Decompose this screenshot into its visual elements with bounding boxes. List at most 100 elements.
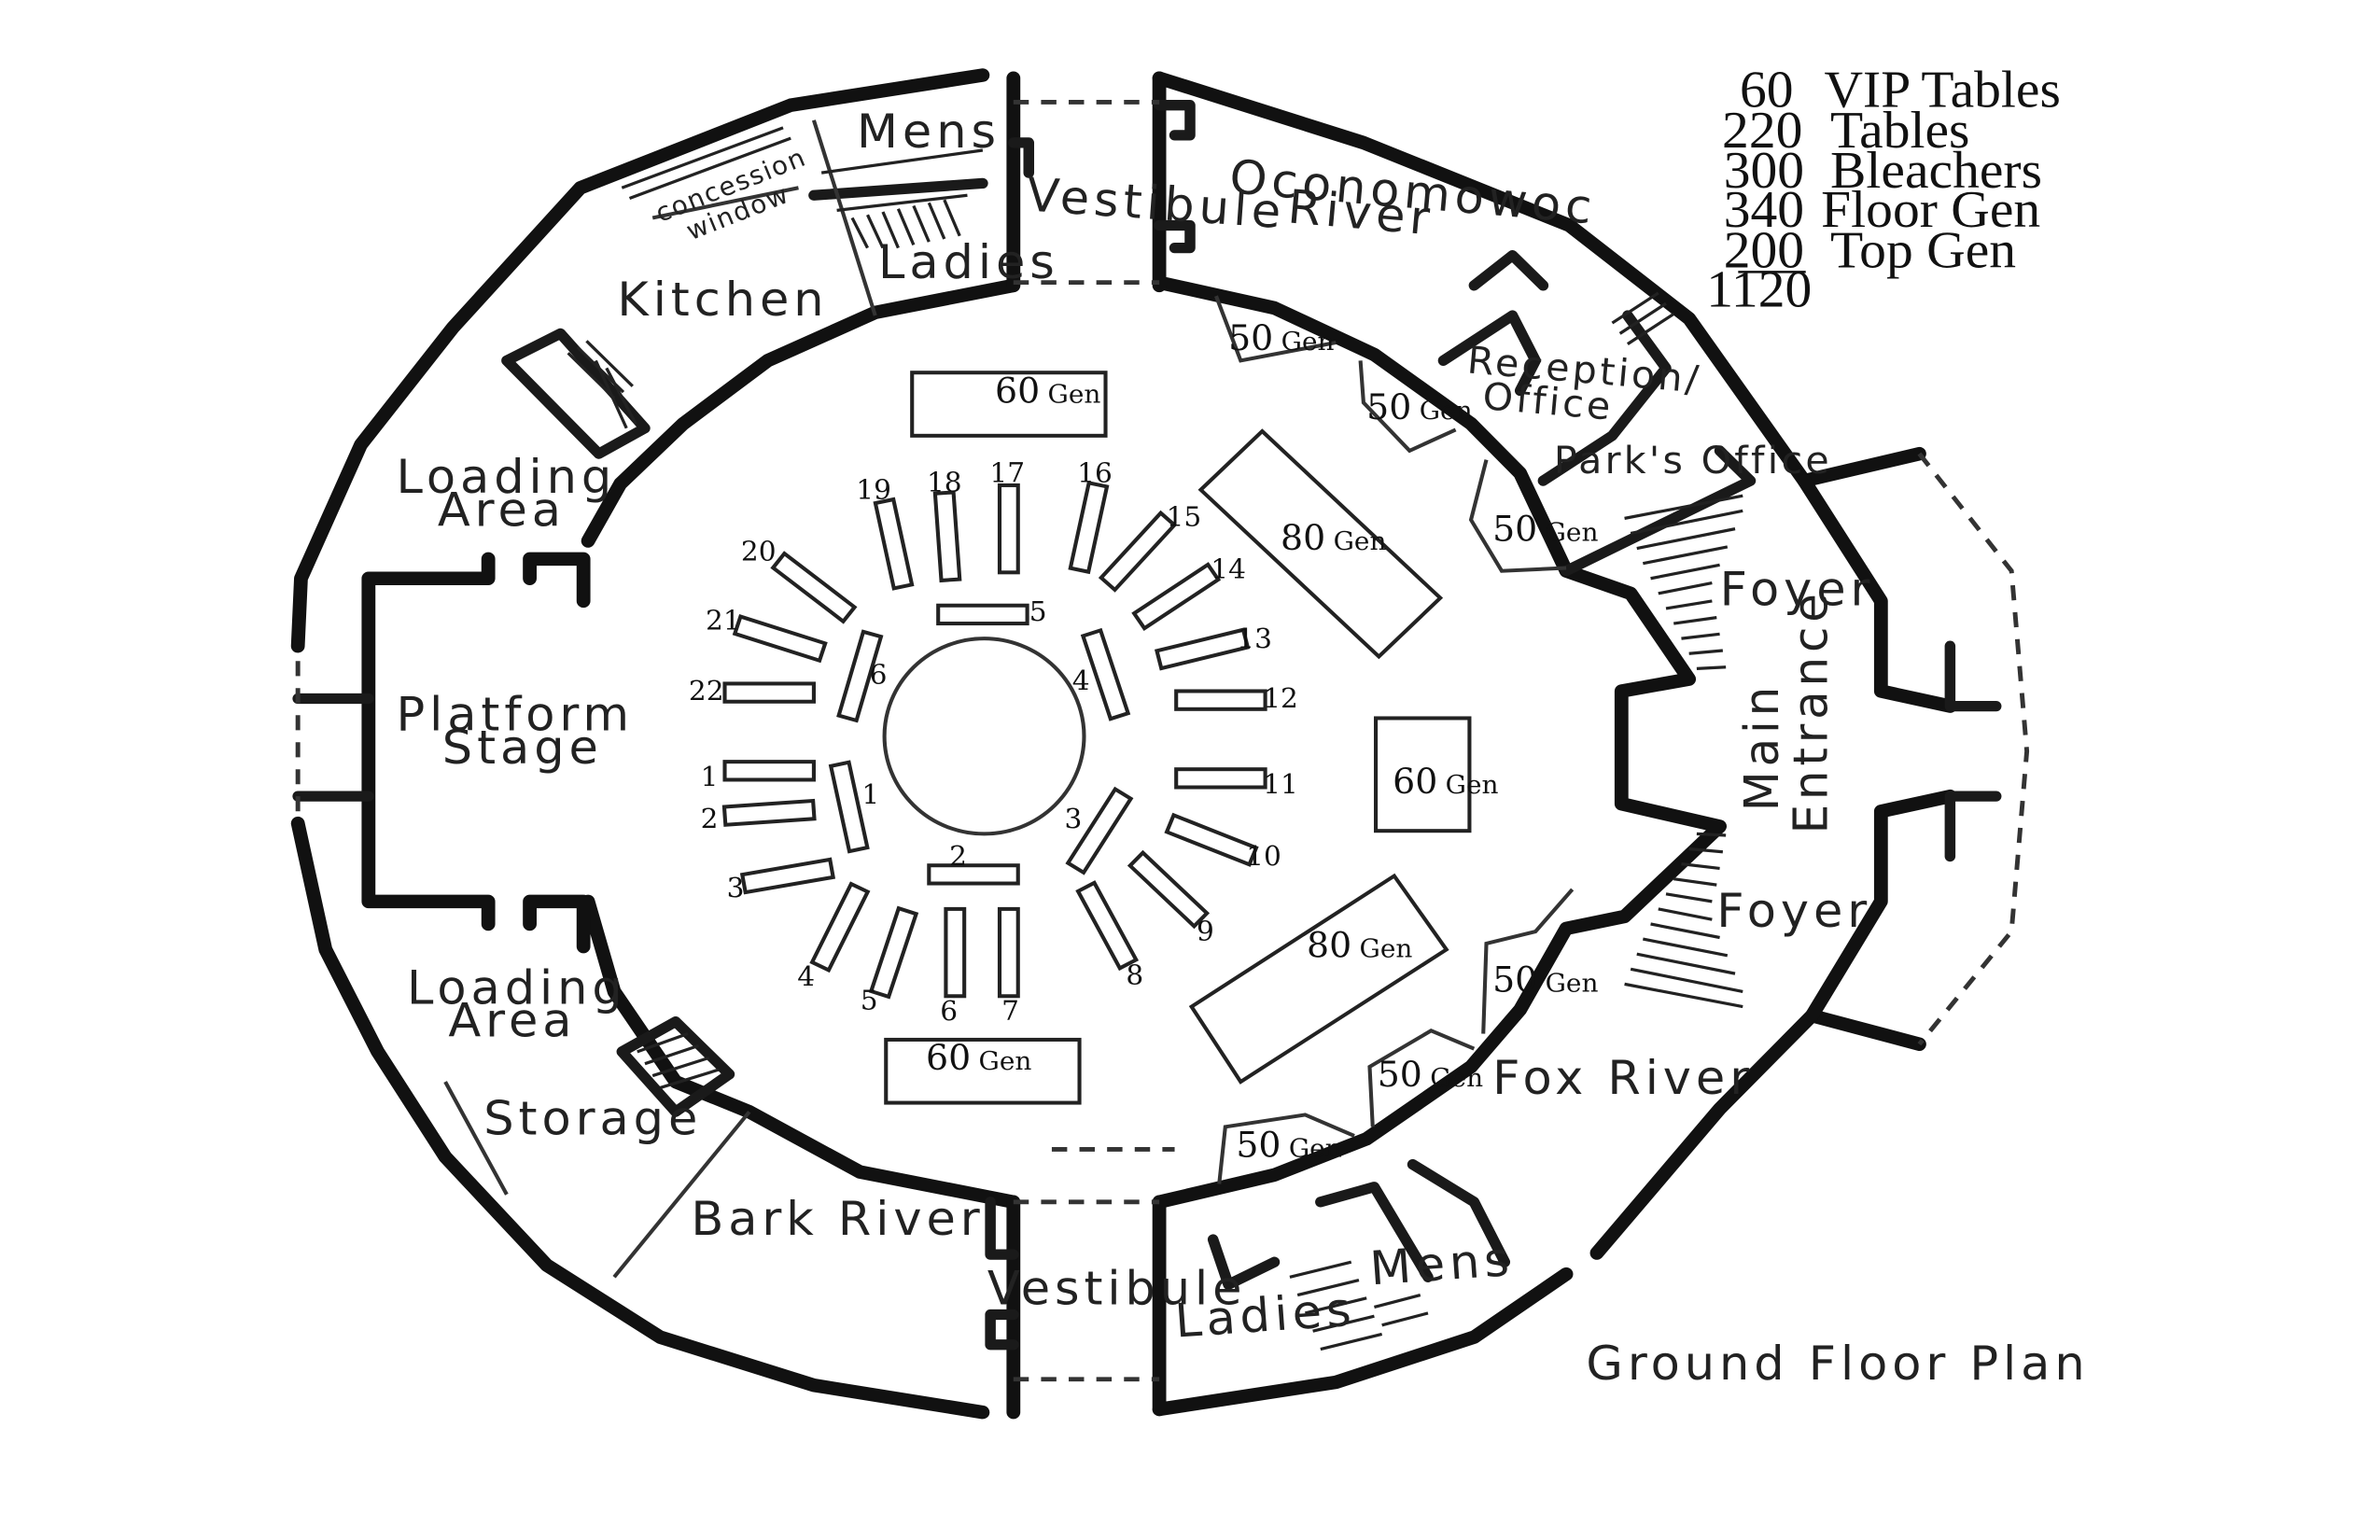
inner-table-3 bbox=[1065, 786, 1134, 875]
outer-wall-lower-right bbox=[1589, 1008, 1926, 1260]
room-loading-area-bottom: Loading bbox=[407, 960, 627, 1015]
room-loading-area-top: Loading bbox=[396, 450, 616, 504]
zone-gen-50-e bbox=[1367, 1029, 1476, 1127]
storage-stairs bbox=[637, 1031, 720, 1089]
zone-gen-80-upper bbox=[1197, 428, 1444, 660]
outer-table-13 bbox=[1154, 627, 1251, 671]
inner-table-5 bbox=[936, 603, 1029, 626]
vestibule-bottom-door-a bbox=[985, 1197, 1019, 1260]
outer-table-3 bbox=[739, 857, 836, 895]
legend-tables-label: Tables bbox=[1830, 101, 1969, 159]
room-ladies-top: Ladies bbox=[878, 234, 1059, 288]
zone-gen-80-lower bbox=[1188, 873, 1449, 1085]
outer-table-5-num: 5 bbox=[861, 985, 878, 1016]
outer-table-12 bbox=[1174, 689, 1267, 711]
inner-tables: 1 2 3 4 5 6 bbox=[828, 595, 1134, 886]
outer-wall-lower-left bbox=[290, 816, 990, 1420]
zone-gen-top-60-label: 60 Gen bbox=[995, 371, 1101, 412]
zone-gen-bottom-60-label: 60 Gen bbox=[926, 1038, 1032, 1079]
legend-top-gen-count: 200 bbox=[1724, 221, 1804, 279]
restroom-side-wall bbox=[811, 119, 877, 316]
outer-table-4 bbox=[809, 881, 871, 973]
zone-gen-50-f bbox=[1217, 1113, 1355, 1184]
outer-table-18-num: 18 bbox=[927, 467, 962, 498]
outer-table-1-num: 1 bbox=[701, 761, 719, 792]
outer-table-20 bbox=[770, 551, 858, 624]
reception-wall-a bbox=[1437, 310, 1541, 397]
vestibule-door-c bbox=[1008, 137, 1035, 178]
zone-gen-50-d bbox=[1481, 888, 1575, 1034]
outer-table-8-num: 8 bbox=[1126, 959, 1143, 991]
outer-table-21-num: 21 bbox=[706, 605, 741, 637]
outer-table-16-num: 16 bbox=[1077, 457, 1113, 489]
outer-table-15 bbox=[1098, 510, 1178, 593]
outer-table-12-num: 12 bbox=[1263, 682, 1298, 714]
outer-table-20-num: 20 bbox=[741, 536, 777, 567]
storage-stair-box bbox=[616, 1016, 735, 1117]
zone-gen-80-lower-label: 80 Gen bbox=[1307, 925, 1413, 966]
legend-floor-gen-count: 340 bbox=[1724, 181, 1804, 239]
room-ladies-bottom: Ladies bbox=[1173, 1281, 1357, 1348]
zone-gen-50-b-label: 50 Gen bbox=[1366, 387, 1473, 428]
legend-top-gen-label: Top Gen bbox=[1830, 221, 2016, 279]
outer-table-2 bbox=[721, 798, 817, 827]
bottom-restroom-wall-b bbox=[1315, 1182, 1434, 1282]
inner-table-2 bbox=[927, 863, 1020, 886]
room-fox-river: Fox River bbox=[1492, 1050, 1754, 1104]
room-main-entrance: Main bbox=[1734, 682, 1790, 811]
room-foyer-bottom: Foyer bbox=[1716, 884, 1871, 938]
inner-table-3-num: 3 bbox=[1065, 803, 1083, 834]
outer-table-17-num: 17 bbox=[989, 457, 1025, 489]
seating-zones: 60 Gen 80 Gen 60 Gen 80 Gen 60 Gen 50 Ge… bbox=[884, 295, 1599, 1184]
inner-table-1-num: 1 bbox=[861, 779, 879, 811]
bleachers-bottom bbox=[1624, 832, 1743, 1009]
kitchen-stairs bbox=[567, 340, 637, 429]
outer-table-10-num: 10 bbox=[1246, 841, 1281, 873]
zone-gen-bottom-60 bbox=[884, 1037, 1082, 1105]
zone-gen-50-d-label: 50 Gen bbox=[1492, 959, 1599, 1001]
entrance-door-top bbox=[1944, 640, 2002, 712]
outer-table-8 bbox=[1075, 880, 1140, 972]
outer-table-3-num: 3 bbox=[727, 872, 745, 903]
reception-wall-c bbox=[1537, 310, 1672, 486]
zone-gen-60-right-label: 60 Gen bbox=[1393, 761, 1499, 802]
outer-table-11 bbox=[1174, 767, 1267, 790]
zone-gen-50-f-label: 50 Gen bbox=[1236, 1125, 1342, 1166]
outer-table-10 bbox=[1164, 812, 1259, 867]
legend-vip-count: 60 bbox=[1740, 61, 1794, 119]
center-circle bbox=[882, 637, 1086, 836]
outer-wall-upper-right bbox=[1152, 71, 1926, 488]
arena-wall-top-right bbox=[1152, 275, 1727, 1210]
outer-table-14-num: 14 bbox=[1211, 553, 1246, 585]
legend-vip-label: VIP Tables bbox=[1824, 61, 2060, 119]
outer-table-22-num: 22 bbox=[689, 675, 724, 707]
zone-gen-60-right bbox=[1374, 716, 1472, 833]
zone-gen-50-c bbox=[1468, 459, 1567, 573]
zone-gen-50-a bbox=[1214, 295, 1337, 363]
outer-wall-upper-left bbox=[290, 68, 990, 653]
inner-table-4-num: 4 bbox=[1072, 665, 1090, 696]
top-restroom-stalls bbox=[820, 148, 984, 249]
room-parks-office: Park's Office bbox=[1554, 438, 1832, 482]
inner-table-1 bbox=[828, 760, 870, 854]
zone-gen-80-upper-label: 80 Gen bbox=[1281, 518, 1387, 559]
room-platform-stage: Platform bbox=[396, 687, 634, 741]
entrance-wall-top bbox=[1797, 473, 1957, 713]
outer-table-5 bbox=[868, 905, 919, 1000]
entrance-wall-bottom bbox=[1804, 789, 1957, 1023]
outer-table-6-num: 6 bbox=[940, 995, 958, 1027]
zone-gen-50-a-label: 50 Gen bbox=[1228, 317, 1335, 358]
bleachers-top bbox=[1624, 494, 1743, 670]
vestibule-door-b bbox=[1154, 219, 1196, 254]
zone-gen-50-b bbox=[1358, 360, 1457, 454]
stage-wall bbox=[523, 552, 591, 609]
room-loading-area-top-2: Area bbox=[438, 483, 566, 537]
inner-table-5-num: 5 bbox=[1029, 595, 1047, 627]
outer-tables: 1 2 3 4 5 6 7 8 9 10 11 12 13 14 15 16 1 bbox=[689, 457, 1298, 1027]
kitchen-stair-box bbox=[501, 328, 651, 459]
outer-table-9 bbox=[1127, 849, 1211, 930]
outer-table-16 bbox=[1068, 480, 1110, 575]
bark-river-divider bbox=[612, 1110, 751, 1279]
inner-table-6 bbox=[836, 629, 884, 723]
parks-office-wall bbox=[1561, 445, 1757, 577]
